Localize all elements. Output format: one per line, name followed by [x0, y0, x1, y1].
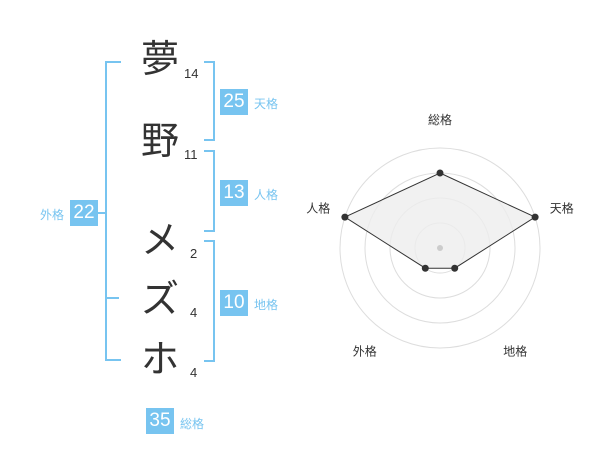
chikaku-bracket: [204, 240, 215, 362]
radar-axis-label-1: 総格: [428, 112, 452, 127]
jinkaku-label: 人格: [254, 188, 279, 202]
radar-point-1: [436, 169, 444, 177]
soukaku-label: 総格: [180, 417, 205, 431]
radar-axis-label-2: 天格: [550, 200, 574, 215]
name-char-3: メ: [140, 218, 179, 262]
stroke-count-5: 4: [190, 365, 198, 380]
gaikaku-bracket: [105, 61, 121, 361]
tenkaku-label: 天格: [254, 97, 279, 111]
name-char-4: ズ: [140, 277, 179, 321]
chikaku-label: 地格: [254, 298, 279, 312]
gaikaku-label: 外格: [40, 208, 65, 222]
radar-ring-4: [339, 147, 541, 349]
chikaku-value: 10: [220, 290, 248, 316]
jinkaku-value: 13: [220, 180, 248, 206]
gaikaku-bracket-tick: [97, 212, 105, 214]
radar-point-3: [451, 264, 459, 272]
stroke-count-3: 2: [190, 246, 198, 261]
name-char-2: 野: [140, 119, 179, 163]
gaikaku-bracket-mid: [105, 297, 119, 299]
radar-point-5: [341, 213, 349, 221]
radar-polygon: [343, 172, 537, 269]
radar-point-2: [531, 213, 539, 221]
stroke-count-2: 11: [184, 147, 198, 162]
soukaku-value: 35: [146, 408, 174, 434]
name-char-1: 夢: [140, 37, 179, 81]
tenkaku-value: 25: [220, 89, 248, 115]
radar-axis-label-4: 外格: [353, 344, 377, 359]
radar-axis-label-5: 人格: [306, 200, 330, 215]
stroke-count-1: 14: [184, 66, 199, 81]
radar-center-dot: [437, 245, 443, 251]
tenkaku-bracket: [204, 61, 215, 141]
stroke-count-4: 4: [190, 305, 198, 320]
name-char-5: ホ: [140, 337, 179, 381]
jinkaku-bracket: [204, 150, 215, 232]
radar-point-4: [421, 264, 429, 272]
radar-axis-label-3: 地格: [503, 344, 527, 359]
gaikaku-value: 22: [70, 200, 98, 226]
